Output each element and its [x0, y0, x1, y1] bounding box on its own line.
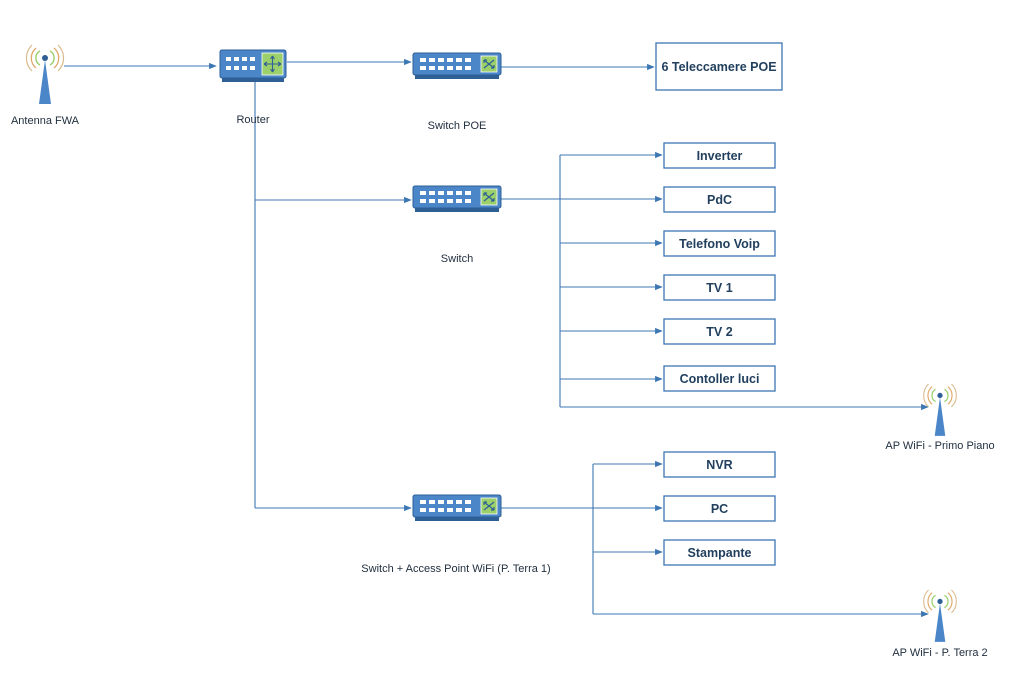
box-inverter-label: Inverter: [697, 149, 743, 163]
box-tv2: TV 2: [663, 318, 776, 345]
switch-label: Switch: [441, 253, 473, 265]
box-inverter: Inverter: [663, 142, 776, 169]
box-cameras: 6 Teleccamere POE: [655, 42, 783, 91]
router-icon: [219, 49, 287, 83]
box-luci-label: Contoller luci: [680, 372, 760, 386]
antenna-fwa-label: Antenna FWA: [11, 115, 80, 127]
switch-ap-icon: [412, 494, 502, 522]
box-telefono-label: Telefono Voip: [679, 237, 760, 251]
box-pc-label: PC: [711, 502, 728, 516]
ap-primo-piano-label: AP WiFi - Primo Piano: [885, 440, 994, 452]
box-luci: Contoller luci: [663, 365, 776, 392]
ap-terra2-icon: [923, 589, 957, 643]
box-cameras-label: 6 Teleccamere POE: [661, 60, 776, 74]
box-telefono: Telefono Voip: [663, 230, 776, 257]
switch-ap-label: Switch + Access Point WiFi (P. Terra 1): [361, 563, 550, 575]
box-tv1-label: TV 1: [706, 281, 732, 295]
router-label: Router: [236, 114, 269, 126]
antenna-fwa-icon: [25, 44, 65, 105]
box-stampante: Stampante: [663, 539, 776, 566]
box-stampante-label: Stampante: [688, 546, 752, 560]
box-pdc: PdC: [663, 186, 776, 213]
box-tv1: TV 1: [663, 274, 776, 301]
box-pdc-label: PdC: [707, 193, 732, 207]
connections: [64, 58, 929, 618]
box-pc: PC: [663, 495, 776, 522]
ap-terra2-label: AP WiFi - P. Terra 2: [892, 647, 987, 659]
ap-primo-piano-icon: [923, 383, 957, 437]
switch-icon: [412, 185, 502, 213]
switch-poe-icon: [412, 52, 502, 80]
switch-poe-label: Switch POE: [428, 120, 487, 132]
box-nvr: NVR: [663, 451, 776, 478]
box-tv2-label: TV 2: [706, 325, 732, 339]
box-nvr-label: NVR: [706, 458, 732, 472]
